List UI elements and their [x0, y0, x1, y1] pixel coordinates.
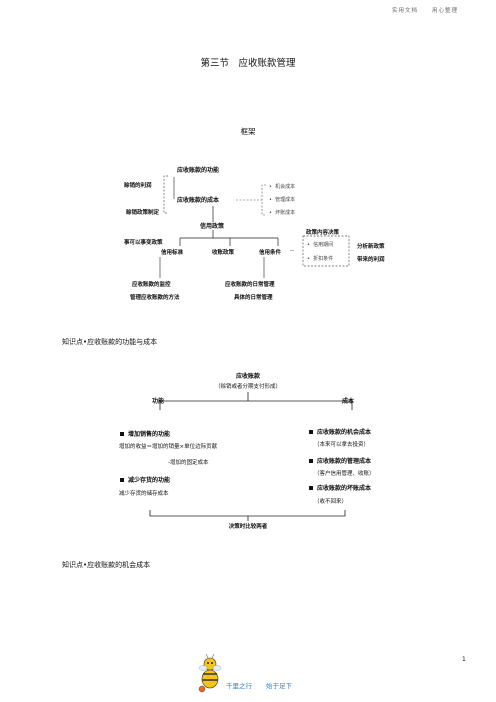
credit-terms-arrow: --	[290, 248, 294, 254]
opportunity-cost-item: 应收账款的机会成本	[317, 429, 372, 436]
new-profit-label: 带来的利润	[357, 257, 385, 263]
daily-mgmt-node: 应收账款的日常管理	[225, 282, 275, 288]
cost-item-bad-debt: • 坏账成本	[269, 210, 296, 216]
cost-node: 应收账款的成本	[177, 197, 220, 204]
changeable-label: 事可以事变政策	[124, 240, 163, 246]
reduce-inventory-function: 减少存货的功能	[128, 477, 171, 484]
bad-debt-cost-item: 应收账款的坏账成本	[317, 485, 372, 492]
monitor-method-label: 管理应收账款的方法	[130, 295, 180, 301]
credit-standard-node: 信用标准	[161, 250, 184, 256]
function-heading: 功能	[152, 398, 165, 405]
framework-title: 框架	[240, 127, 256, 136]
management-cost-note: （客户信用管理、收账）	[314, 471, 375, 477]
decision-item-period: • 信用期间	[307, 242, 334, 248]
credit-terms-node: 信用条件	[259, 250, 282, 256]
header-right: 用心整理	[432, 8, 459, 14]
management-cost-item: 应收账款的管理成本	[317, 458, 372, 465]
increase-sales-formula: 增加的收益＝增加的销量×单位边际贡献	[119, 444, 218, 450]
receivables-root: 应收账款	[235, 373, 260, 380]
decision-title: 政策内容决策	[306, 230, 340, 236]
monitor-node: 应收账款的监控	[132, 282, 171, 288]
credit-policy-node: 信用政策	[200, 223, 225, 230]
func-node: 应收账款的功能	[177, 167, 220, 174]
page-number: 1	[462, 656, 466, 663]
footer-left: 千里之行	[226, 682, 252, 690]
page-title: 第三节 应收账款管理	[200, 58, 296, 69]
increase-sales-formula-2: -增加的固定成本	[168, 460, 209, 466]
increase-sales-function: 增加销售的功能	[128, 431, 171, 438]
reduce-inventory-detail: 减少存货的储存成本	[119, 491, 169, 497]
footer-right: 始于足下	[266, 682, 292, 690]
cost-item-opportunity: • 机会成本	[269, 184, 296, 190]
decision-item-discount: • 折扣条件	[307, 256, 334, 262]
receivables-root-note: （赊销或者分期支付形成）	[214, 384, 281, 390]
decision-compare-label: 决策时比较两者	[228, 524, 268, 530]
section-heading-function-cost: 知识点•应收账款的功能与成本	[62, 338, 158, 346]
daily-work-label: 具体的日常管理	[234, 295, 273, 301]
analysis-label: 分析新政策	[357, 244, 385, 250]
cost-heading: 成本	[342, 398, 355, 405]
opportunity-cost-note: （本来可以拿去投资）	[314, 442, 370, 448]
collection-policy-node: 收账政策	[212, 250, 235, 256]
cost-item-management: • 管理成本	[269, 197, 296, 203]
section-heading-opportunity-cost: 知识点•应收账款的机会成本	[62, 561, 151, 569]
header-left: 实用文档	[392, 8, 419, 14]
credit-setting-label: 赊销政策制定	[126, 210, 160, 216]
sales-profit-label: 赊销的利润	[124, 183, 152, 189]
bad-debt-cost-note: （收不回来）	[314, 499, 348, 505]
